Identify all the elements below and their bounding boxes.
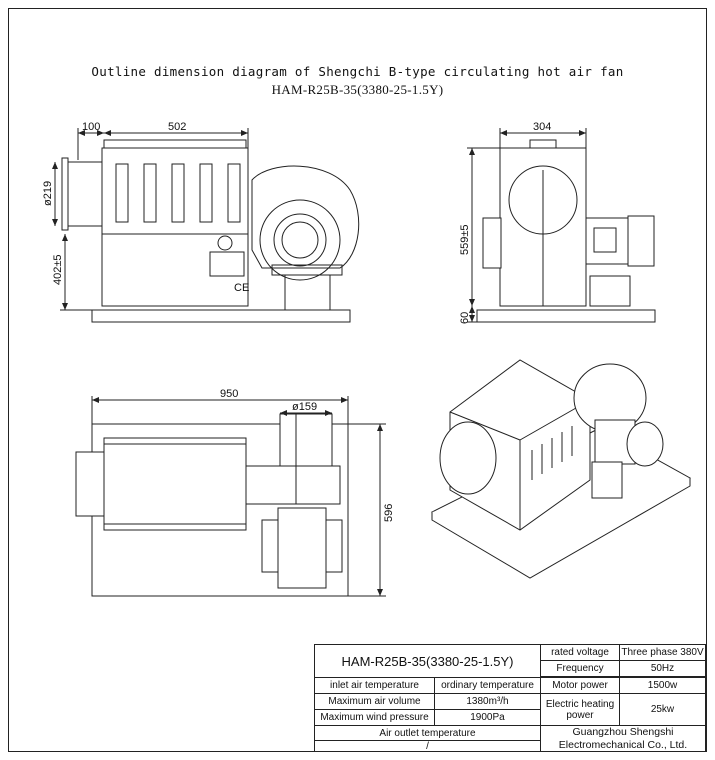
outlet-temp-value: /	[314, 740, 541, 752]
dim-body-width: 502	[168, 121, 186, 133]
drawing-title: Outline dimension diagram of Shengchi B-…	[91, 64, 624, 79]
heater-vents	[115, 163, 241, 223]
dim-total-depth: 596	[383, 504, 395, 522]
top-view	[75, 396, 386, 597]
wind-pressure-label: Maximum wind pressure	[314, 709, 435, 726]
company-name: Guangzhou Shengshi Electromechanical Co.…	[540, 725, 706, 752]
voltage-label: rated voltage	[540, 644, 620, 661]
dim-total-length: 950	[220, 388, 238, 400]
dim-outlet-diameter: ø159	[292, 401, 317, 413]
inlet-temp-label: inlet air temperature	[314, 677, 435, 694]
motor-power-label: Motor power	[540, 677, 620, 694]
isometric-view	[430, 359, 692, 579]
dim-side-width: 304	[533, 121, 551, 133]
front-view: CE	[52, 128, 360, 323]
inlet-temp-value: ordinary temperature	[434, 677, 541, 694]
dim-side-height: 559±5	[459, 224, 471, 255]
frequency-value: 50Hz	[619, 660, 706, 677]
model-cell: HAM-R25B-35(3380-25-1.5Y)	[314, 644, 541, 678]
motor-power-value: 1500w	[619, 677, 706, 694]
heating-power-label: Electric heating power	[540, 693, 620, 726]
voltage-value: Three phase 380V	[619, 644, 706, 661]
svg-text:CE: CE	[234, 282, 249, 294]
wind-pressure-value: 1900Pa	[434, 709, 541, 726]
air-volume-value: 1380m³/h	[434, 693, 541, 710]
spec-table: HAM-R25B-35(3380-25-1.5Y) inlet air temp…	[314, 644, 706, 752]
iso-vents	[531, 426, 573, 480]
frequency-label: Frequency	[540, 660, 620, 677]
heating-power-value: 25kw	[619, 693, 706, 726]
dim-front-height: 402±5	[52, 254, 64, 285]
dim-inlet-diameter: ø219	[42, 181, 54, 206]
model-subtitle: HAM-R25B-35(3380-25-1.5Y)	[271, 82, 444, 97]
side-view	[467, 128, 656, 323]
dim-inlet-width: 100	[82, 121, 100, 133]
air-volume-label: Maximum air volume	[314, 693, 435, 710]
dim-base-height: 60	[459, 312, 471, 324]
outline-drawing: CE 100 502 ø219 402±5	[42, 121, 692, 597]
outlet-temp-label: Air outlet temperature	[314, 725, 541, 741]
